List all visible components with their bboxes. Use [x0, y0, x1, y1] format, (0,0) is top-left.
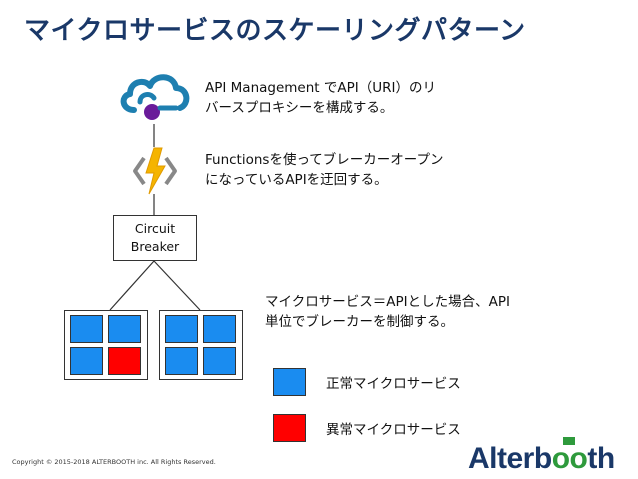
microservice-cell-normal — [108, 315, 141, 343]
legend-normal-label: 正常マイクロサービス — [326, 376, 461, 392]
logo-text: Alterbooth — [468, 442, 615, 475]
microservice-cell-normal — [70, 347, 103, 375]
copyright-text: Copyright © 2015-2018 ALTERBOOTH inc. Al… — [12, 458, 216, 466]
circuit-breaker-label-line2: Breaker — [130, 239, 180, 254]
cloud-gear-icon — [120, 74, 190, 120]
azure-functions-icon — [133, 147, 177, 195]
legend-abnormal-label: 異常マイクロサービス — [326, 422, 461, 438]
note-microservice: マイクロサービス＝APIとした場合、API 単位でブレーカーを制御する。 — [265, 294, 510, 330]
circuit-breaker-label-line1: Circuit — [134, 221, 176, 236]
line-breaker-to-group-right — [153, 260, 201, 311]
legend-abnormal-swatch — [273, 414, 306, 442]
circuit-breaker-box: Circuit Breaker — [113, 215, 197, 261]
microservice-cell-abnormal — [108, 347, 141, 375]
microservice-cell-normal — [165, 315, 198, 343]
microservice-cell-normal — [203, 347, 236, 375]
logo-booth-roof — [563, 437, 575, 445]
microservice-group-right — [159, 310, 243, 380]
microservice-cell-normal — [70, 315, 103, 343]
microservice-cell-normal — [203, 315, 236, 343]
note-api-management: API Management でAPI（URI）のリ バースプロキシーを構成する… — [205, 80, 436, 116]
microservice-group-left — [64, 310, 148, 380]
microservice-cell-normal — [165, 347, 198, 375]
legend-normal-swatch — [273, 368, 306, 396]
page-title: マイクロサービスのスケーリングパターン — [24, 16, 526, 46]
alterbooth-logo: Alterbooth — [468, 437, 615, 475]
note-functions: Functionsを使ってブレーカーオープン になっているAPIを迂回する。 — [205, 152, 444, 188]
line-breaker-to-group-left — [109, 260, 155, 311]
